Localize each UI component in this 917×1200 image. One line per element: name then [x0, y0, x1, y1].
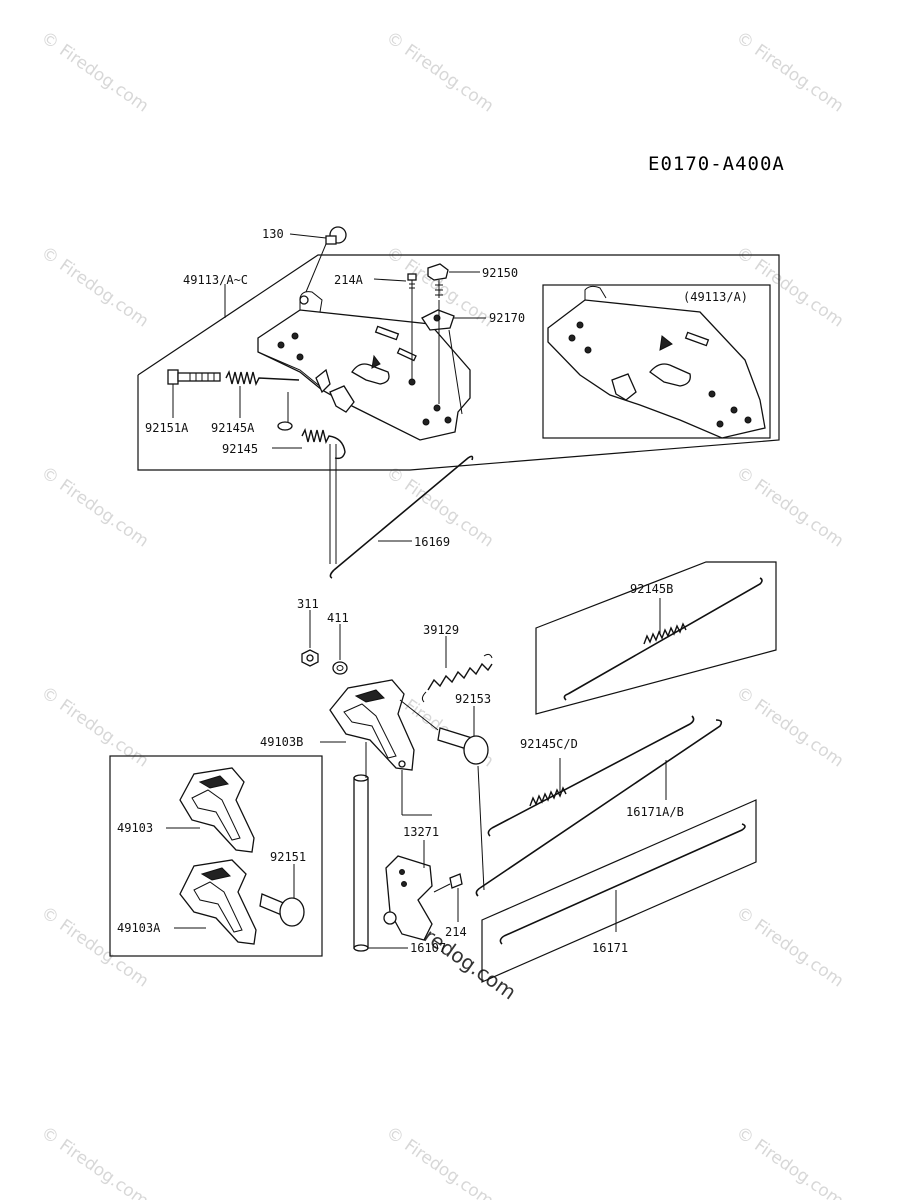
label-13271: 13271 [403, 825, 439, 839]
lever-variants-outline [109, 755, 323, 957]
label-92151A: 92151A [145, 421, 189, 435]
label-130: 130 [262, 227, 284, 241]
watermark: © Firedog.com [37, 683, 152, 772]
label-411: 411 [327, 611, 349, 625]
bolt-92150 [427, 263, 449, 298]
spring-92145B [643, 622, 687, 645]
label-92151: 92151 [270, 850, 306, 864]
watermark: © Firedog.com [37, 1123, 152, 1200]
spring-92145CD [529, 786, 567, 807]
label-49103A: 49103A [117, 921, 161, 935]
lever-49103A [179, 859, 257, 945]
panel-assembly-49113 [137, 226, 780, 471]
label-92153: 92153 [455, 692, 491, 706]
spring-39129 [427, 662, 493, 691]
watermark: © Firedog.com [37, 28, 152, 117]
inset-box [542, 284, 771, 439]
label-92145A: 92145A [211, 421, 255, 435]
pin-92151A [167, 369, 221, 385]
lever-49103 [179, 767, 255, 853]
spring-92145A [225, 369, 300, 387]
watermark-layer: © Firedog.com © Firedog.com © Firedog.co… [37, 28, 847, 1200]
label-16171: 16171 [592, 941, 628, 955]
watermark: © Firedog.com [732, 463, 847, 552]
plate-13271 [385, 855, 433, 941]
bolt-130 [325, 226, 347, 245]
rods-right [475, 561, 777, 983]
label-92145CD: 92145C/D [520, 737, 578, 751]
label-49103: 49103 [117, 821, 153, 835]
watermark: © Firedog.com [732, 683, 847, 772]
rod-16171AB [479, 719, 723, 889]
watermark: © Firedog.com [382, 1123, 497, 1200]
label-39129: 39129 [423, 623, 459, 637]
washer-411 [332, 661, 348, 675]
part-labels: 130 49113/A~C 214A 92150 92170 (49113/A)… [117, 227, 748, 955]
label-92150: 92150 [482, 266, 518, 280]
shaft-16107 [353, 774, 369, 952]
watermark: © Firedog.com [37, 243, 152, 332]
rod-16169 [329, 444, 474, 579]
washer [277, 421, 293, 431]
label-92170: 92170 [489, 311, 525, 325]
watermark: © Firedog.com [732, 28, 847, 117]
pin-92151 [259, 893, 305, 927]
bolt-214A [407, 273, 417, 292]
bolt-214 [433, 873, 463, 893]
lever-variants-box [109, 755, 323, 957]
group-outline [137, 254, 780, 471]
label-92145B: 92145B [630, 582, 673, 596]
label-49103B: 49103B [260, 735, 303, 749]
lever-49103B [329, 679, 415, 771]
label-16171AB: 16171A/B [626, 805, 684, 819]
rod-16171-outline [481, 799, 757, 983]
label-311: 311 [297, 597, 319, 611]
watermark: © Firedog.com [732, 903, 847, 992]
spring-92145 [301, 427, 346, 460]
label-49113: 49113/A~C [183, 273, 248, 287]
rod-16171 [503, 823, 746, 937]
spring-92145B-outline [535, 561, 777, 715]
watermark: © Firedog.com [37, 903, 152, 992]
watermark: © Firedog.com [732, 1123, 847, 1200]
label-16169: 16169 [414, 535, 450, 549]
label-214A: 214A [334, 273, 364, 287]
watermark: © Firedog.com [37, 463, 152, 552]
watermark: © Firedog.com [732, 243, 847, 332]
inset-label: (49113/A) [683, 290, 748, 304]
label-16107: 16107 [410, 941, 446, 955]
lever-assembly [301, 610, 493, 952]
label-92145: 92145 [222, 442, 258, 456]
diagram-code: E0170-A400A [648, 153, 785, 175]
label-214: 214 [445, 925, 467, 939]
pin-92153 [437, 727, 489, 765]
watermark: © Firedog.com [382, 28, 497, 117]
